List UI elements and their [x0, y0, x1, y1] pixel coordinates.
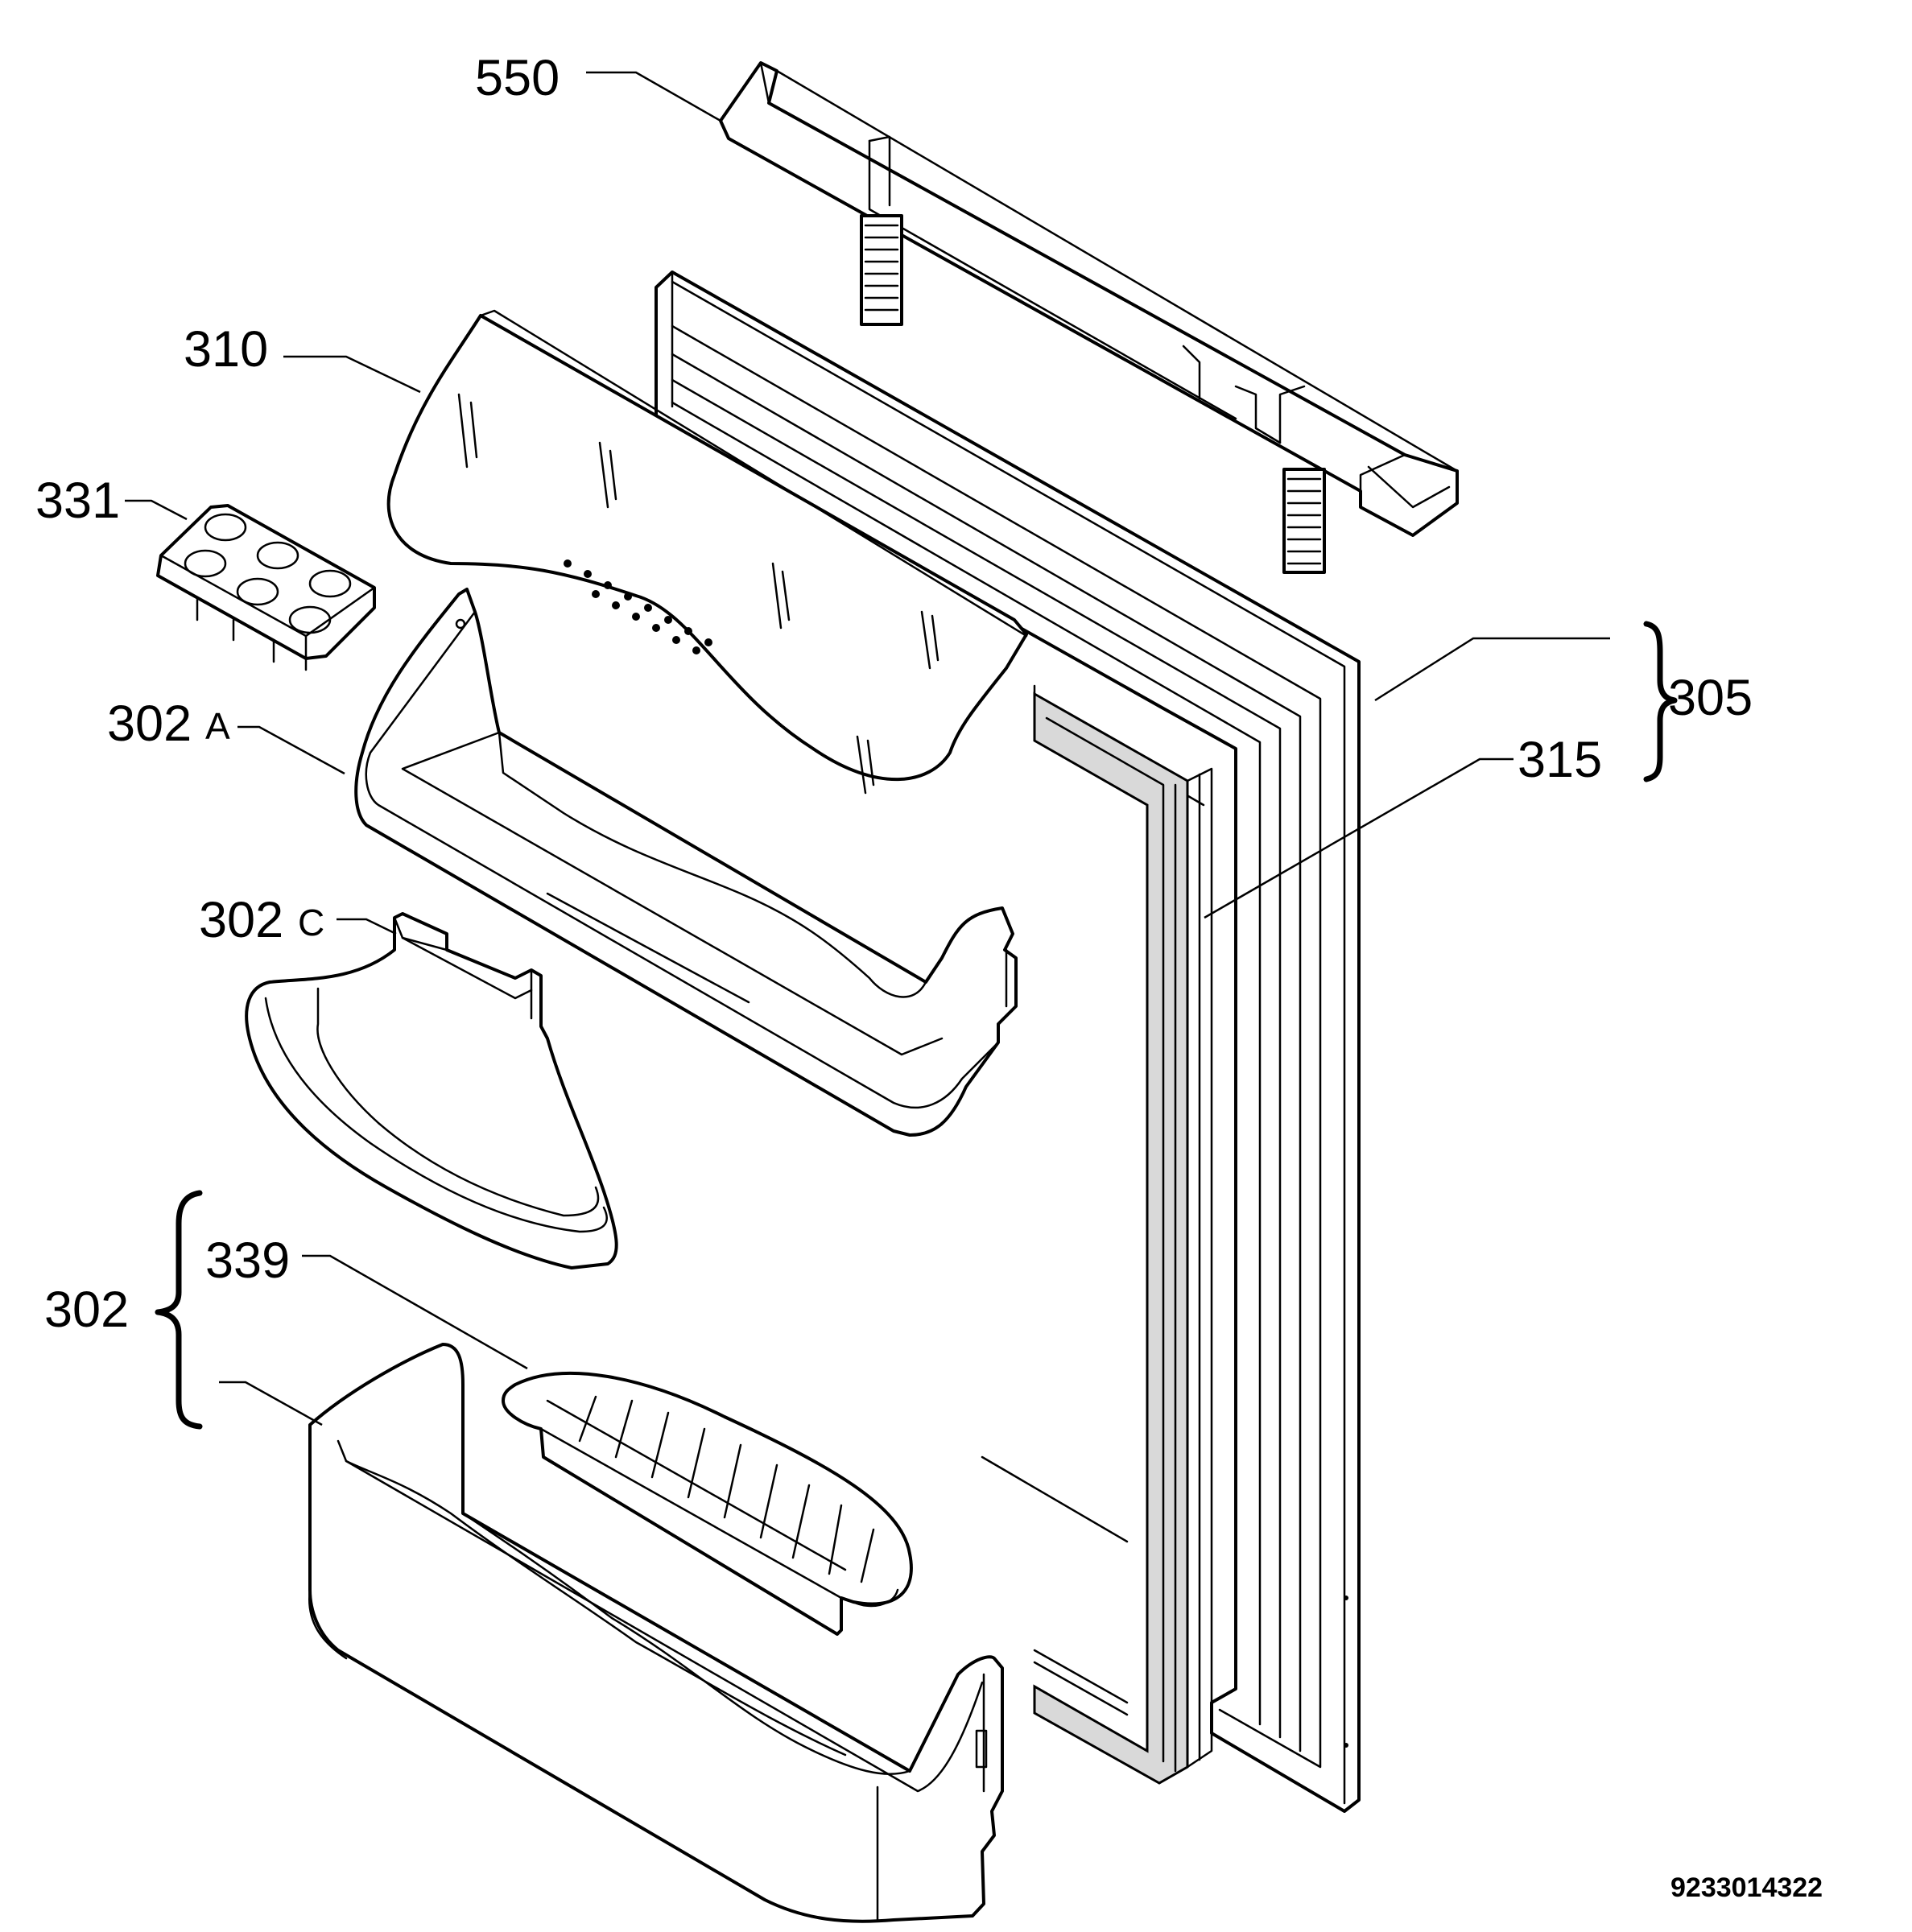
reference-number: 9233014322: [1670, 1872, 1823, 1903]
brace-302: [155, 1190, 203, 1430]
bottle-holder: [502, 1371, 913, 1636]
leader-550: [586, 71, 721, 122]
leader-305: [1374, 637, 1610, 702]
leader-315: [1204, 758, 1513, 919]
label-550: 550: [475, 50, 560, 106]
door-shelf-bottom: [308, 1343, 1004, 1923]
label-302c-number: 302: [199, 892, 283, 948]
leader-310: [283, 355, 421, 394]
label-302c-suffix: C: [298, 902, 324, 943]
label-305: 305: [1668, 670, 1753, 726]
label-310: 310: [184, 321, 268, 378]
door-gasket: [1033, 691, 1213, 1785]
leader-302a: [237, 725, 345, 775]
brace-305: [1643, 621, 1678, 782]
label-302a-number: 302: [107, 696, 192, 752]
label-302: 302: [44, 1282, 129, 1338]
egg-tray: [156, 504, 376, 671]
leader-lines: [125, 71, 1610, 1426]
door-top-bar: [719, 61, 1459, 574]
label-331: 331: [35, 473, 120, 529]
door-shelf-302a: [354, 588, 1018, 1137]
leader-339: [302, 1254, 528, 1370]
door-shelf-302c: [245, 912, 618, 1269]
label-315: 315: [1518, 732, 1602, 788]
leader-302: [219, 1381, 323, 1426]
leader-302c: [337, 918, 397, 935]
leader-331: [125, 499, 188, 521]
shelf-lid: [386, 309, 1028, 795]
label-302a-suffix: A: [205, 705, 230, 747]
label-339: 339: [205, 1232, 290, 1289]
